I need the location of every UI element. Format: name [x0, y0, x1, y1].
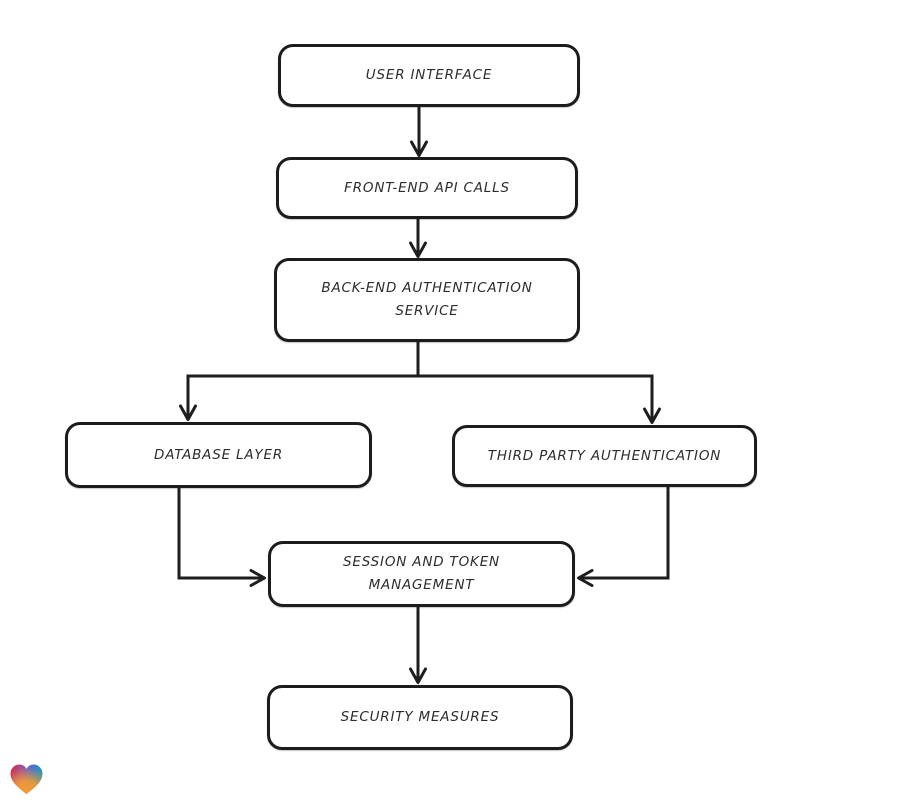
- heart-logo[interactable]: [8, 762, 45, 796]
- node-front-end-api-calls: FRONT-END API CALLS: [276, 157, 578, 219]
- heart-icon: [10, 764, 43, 794]
- node-session-and-token-management: SESSION AND TOKEN MANAGEMENT: [268, 541, 575, 607]
- node-label: BACK-END AUTHENTICATION SERVICE: [321, 280, 533, 319]
- node-label: SESSION AND TOKEN MANAGEMENT: [343, 554, 500, 593]
- node-back-end-authentication-service: BACK-END AUTHENTICATION SERVICE: [274, 258, 580, 342]
- edge-back-end-authentication-service-database-layer: [179, 340, 420, 421]
- edge-third-party-authentication-session-and-token-management: [577, 485, 670, 587]
- node-database-layer: DATABASE LAYER: [65, 422, 372, 488]
- node-label: SECURITY MEASURES: [340, 709, 500, 726]
- node-security-measures: SECURITY MEASURES: [267, 685, 573, 750]
- node-label: USER INTERFACE: [365, 67, 493, 84]
- node-label: FRONT-END API CALLS: [344, 179, 510, 196]
- node-user-interface: USER INTERFACE: [278, 44, 580, 107]
- node-third-party-authentication: THIRD PARTY AUTHENTICATION: [452, 425, 757, 487]
- node-label: DATABASE LAYER: [153, 446, 284, 463]
- edge-database-layer-session-and-token-management: [177, 486, 266, 587]
- edge-back-end-authentication-service-third-party-authentication: [416, 374, 661, 424]
- node-label: THIRD PARTY AUTHENTICATION: [487, 447, 722, 464]
